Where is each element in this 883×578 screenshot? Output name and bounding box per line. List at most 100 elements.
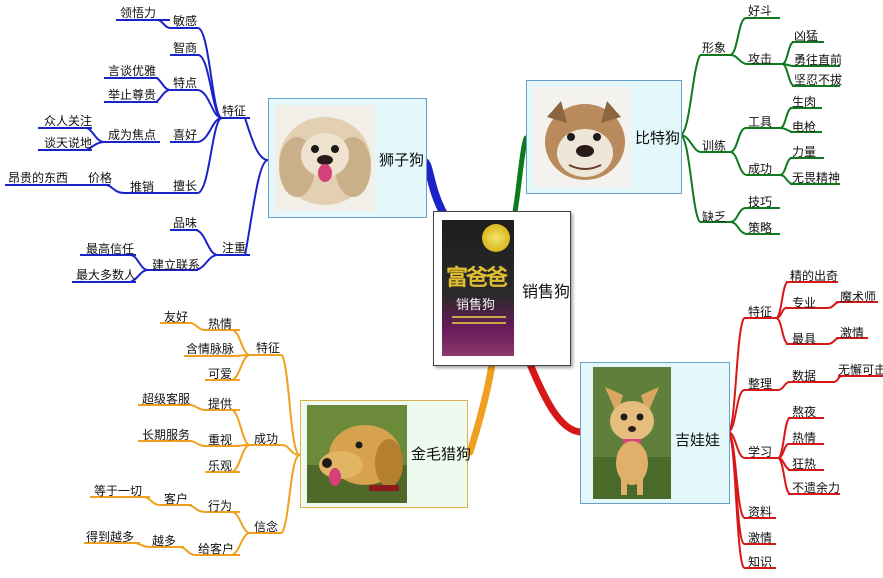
label-chaoji: 超级客服	[142, 392, 191, 406]
label-tezheng: 特征	[222, 104, 247, 118]
card-shizi[interactable]: 狮子狗	[268, 98, 427, 218]
label-geikehu: 给客户	[198, 542, 235, 556]
label-zhishi: 知识	[748, 555, 773, 569]
label-linwuli: 领悟力	[120, 6, 157, 20]
orange-connectors	[84, 322, 301, 556]
label-zuida: 最大多数人	[76, 268, 137, 282]
label-quefa: 缺乏	[702, 210, 727, 224]
jiwawa-title: 吉娃娃	[675, 431, 721, 449]
label-jiqing2: 激情	[748, 531, 773, 545]
label-jianren: 坚忍不拔	[794, 73, 843, 87]
label-changqi: 长期服务	[142, 428, 191, 442]
label-chengwei: 成为焦点	[108, 128, 157, 142]
label-kuangre: 狂热	[792, 457, 817, 471]
label-moshushi: 魔术师	[840, 290, 877, 304]
label-shuju: 数据	[792, 369, 817, 383]
blue-connectors	[5, 19, 269, 283]
chihuahua-photo	[593, 367, 671, 499]
label-jiqiao: 技巧	[748, 195, 773, 209]
label-diangiang: 电枪	[792, 120, 817, 134]
book-rule	[452, 322, 506, 324]
center-node[interactable]: 富爸爸 销售狗 销售狗	[433, 211, 571, 366]
label-zuigao: 最高信任	[86, 242, 135, 256]
label-jiwawa-tezheng: 特征	[748, 305, 773, 319]
label-keai: 可爱	[208, 367, 233, 381]
label-tigong: 提供	[208, 397, 233, 411]
label-haodou: 好斗	[748, 4, 773, 18]
label-gongji: 攻击	[748, 52, 773, 66]
label-zhongshi: 重视	[208, 433, 233, 447]
card-bite[interactable]: 比特狗	[526, 80, 682, 194]
label-jiqing: 激情	[840, 326, 865, 340]
label-jiage: 价格	[88, 171, 113, 185]
label-tedian: 特点	[173, 76, 198, 90]
book-rule	[452, 316, 506, 318]
pekingese-dog-icon	[275, 105, 375, 211]
center-title: 销售狗	[522, 282, 571, 301]
label-wuwei: 无畏精神	[792, 171, 841, 185]
chihuahua-icon	[593, 367, 671, 499]
label-juzhi: 举止尊贵	[108, 88, 157, 102]
label-jingde: 精的出奇	[790, 269, 839, 283]
label-zhuanye: 专业	[792, 296, 817, 310]
label-gongju: 工具	[748, 115, 773, 129]
book-subtitle: 销售狗	[456, 298, 496, 313]
label-zhongren: 众人关注	[44, 114, 93, 128]
bulldog-photo	[533, 87, 631, 187]
book-title: 富爸爸	[446, 266, 508, 291]
golden-retriever-icon	[307, 405, 407, 503]
label-tantian: 谈天说地	[44, 136, 93, 150]
label-xiongmeng: 凶猛	[794, 29, 819, 43]
label-leguan: 乐观	[208, 459, 233, 473]
label-ziliao: 资料	[748, 505, 773, 519]
label-reqing2: 热情	[792, 431, 817, 445]
label-xihao: 喜好	[173, 128, 198, 142]
label-xuexi: 学习	[748, 445, 773, 459]
label-yueduo: 越多	[152, 534, 177, 548]
label-dedao: 得到越多	[86, 530, 135, 544]
branch-green-main	[512, 135, 529, 215]
label-buyi: 不遗余力	[792, 481, 841, 495]
label-shengrou: 生肉	[792, 95, 817, 109]
label-xunlian: 训练	[702, 139, 727, 153]
branch-red-main	[526, 360, 584, 436]
bulldog-icon	[533, 87, 631, 187]
red-connectors	[727, 281, 883, 569]
branch-blue-main	[421, 158, 449, 220]
label-jianli: 建立联系	[152, 258, 201, 272]
label-zhuzhong: 注重	[222, 241, 247, 255]
label-yantan: 言谈优雅	[108, 64, 157, 78]
label-mingan: 敏感	[173, 14, 198, 28]
pekingese-dog-photo	[275, 105, 375, 211]
book-cover-image: 富爸爸 销售狗	[442, 220, 514, 356]
label-reqing: 热情	[208, 317, 233, 331]
label-yongwang: 勇往直前	[794, 53, 843, 67]
label-shanchang: 擅长	[173, 179, 198, 193]
label-xingwei: 行为	[208, 499, 233, 513]
label-aoye: 熬夜	[792, 405, 817, 419]
label-xinnian: 信念	[254, 520, 279, 534]
green-connectors	[679, 17, 840, 235]
bite-title: 比特狗	[635, 129, 681, 147]
golden-retriever-photo	[307, 405, 407, 503]
label-jinmao-chenggong: 成功	[254, 432, 279, 446]
jinmao-title: 金毛猎狗	[411, 445, 472, 463]
label-tuixiao: 推销	[130, 180, 155, 194]
label-zuiju: 最具	[792, 332, 817, 346]
label-hanqing: 含情脉脉	[186, 342, 235, 356]
label-xingxiang: 形象	[702, 41, 727, 55]
label-chenggong: 成功	[748, 162, 773, 176]
shizi-title: 狮子狗	[379, 151, 425, 169]
label-dengyu: 等于一切	[94, 484, 143, 498]
label-youhao: 友好	[164, 310, 189, 324]
label-wuxie: 无懈可击	[838, 363, 883, 377]
coin-logo-icon	[482, 224, 510, 252]
label-liliang: 力量	[792, 145, 817, 159]
label-celue: 策略	[748, 221, 773, 235]
label-kehu: 客户	[164, 492, 189, 506]
label-anggui: 昂贵的东西	[8, 171, 69, 185]
card-jiwawa[interactable]: 吉娃娃	[580, 362, 730, 504]
card-jinmao[interactable]: 金毛猎狗	[300, 400, 472, 508]
label-jinmao-tezheng: 特征	[256, 341, 281, 355]
